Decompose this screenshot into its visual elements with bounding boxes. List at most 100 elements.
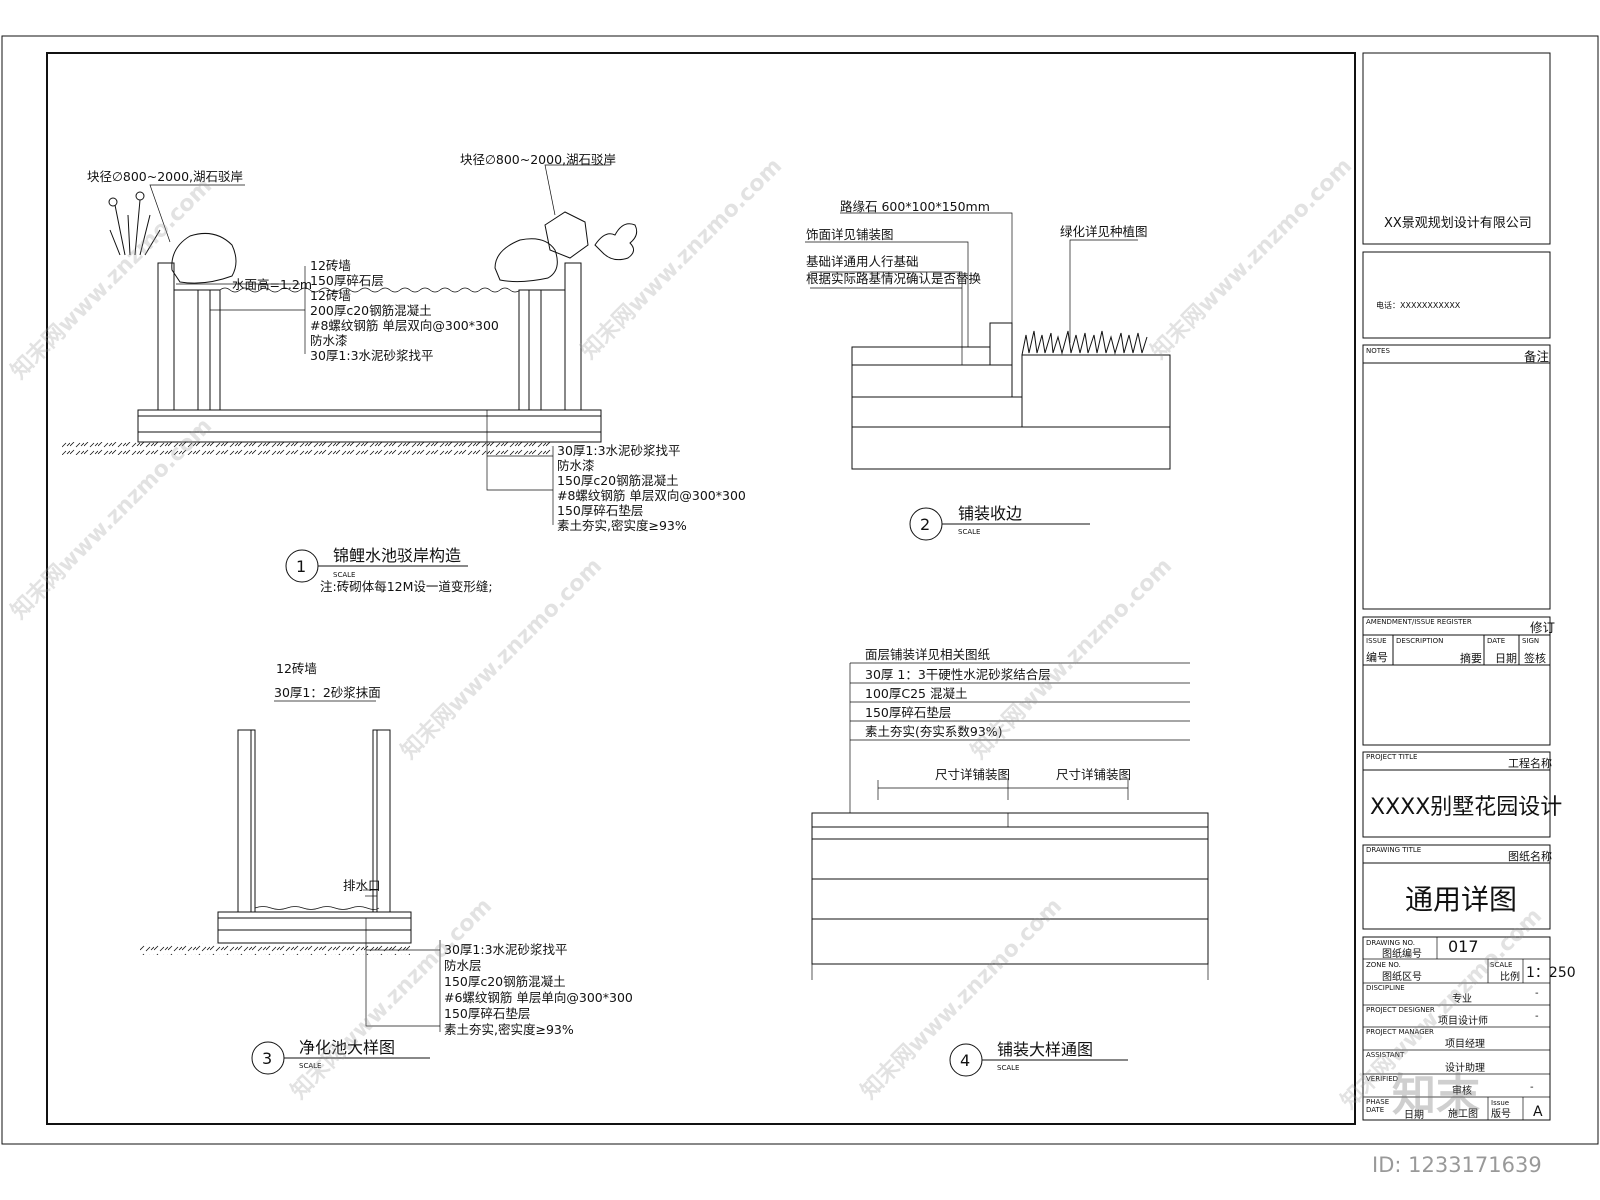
discipline-en: DISCIPLINE [1366,984,1405,992]
d4-layer: 150厚碎石垫层 [865,705,951,720]
detail-1-koi-pond: 块径∅800~2000,湖石驳岸 块径∅800~2000,湖石驳岸 水面高=1.… [62,152,746,594]
sign-col-en: SIGN [1522,637,1539,645]
d3-layers: 30厚1:3水泥砂浆找平 防水层 150厚c20钢筋混凝土 #6螺纹钢筋 单层单… [444,942,633,1037]
project-title-en: PROJECT TITLE [1366,753,1417,761]
manager-en: PROJECT MANAGER [1366,1028,1434,1036]
d1-scale: SCALE [333,571,355,579]
d4-layer: 面层铺装详见相关图纸 [865,647,991,662]
issue2-en: Issue [1491,1099,1509,1107]
d3-label-plaster: 30厚1：2砂浆抹面 [274,685,381,700]
d2-scale: SCALE [958,528,980,536]
d1-base-layer: 防水漆 [557,458,595,473]
d4-title: 铺装大样通图 [997,1040,1093,1059]
discipline-cn: 专业 [1452,992,1472,1005]
d3-number: 3 [262,1049,272,1068]
d3-title: 净化池大样图 [299,1038,395,1057]
d1-number: 1 [296,557,306,576]
watermark-text: 知末网www.znzmo.com [966,553,1177,764]
notes-label-cn: 备注 [1524,349,1550,364]
phase-en: PHASE [1366,1098,1389,1106]
d1-wall-layer: 30厚1:3水泥砂浆找平 [310,348,434,363]
d2-title: 铺装收边 [958,504,1022,523]
d1-base-layer: 150厚c20钢筋混凝土 [557,473,679,488]
drawing-title-en: DRAWING TITLE [1366,846,1421,854]
discipline-value: - [1535,988,1539,999]
d1-wall-layer: 12砖墙 [310,288,351,303]
d3-label-wall: 12砖墙 [276,661,317,676]
detail-2-paving-edge: 路缘石 600*100*150mm 饰面详见铺装图 基础详通用人行基础 根据实际… [805,199,1171,541]
desc-col-cn: 摘要 [1460,651,1482,665]
watermark-logo: 知末 [1392,1070,1480,1121]
d4-layer: 100厚C25 混凝土 [865,686,967,701]
amend-label-cn: 修订 [1530,620,1555,635]
project-name: XXXX别墅花园设计 [1370,795,1562,820]
d1-title: 锦鲤水池驳岸构造 [333,546,461,565]
d3-layer: 150厚c20钢筋混凝土 [444,974,566,989]
desc-col-en: DESCRIPTION [1396,637,1443,645]
d2-label-curb: 路缘石 600*100*150mm [840,199,990,214]
watermarks: 知末网www.znzmo.com 知末网www.znzmo.com 知末网www… [6,153,1547,1177]
d1-wall-layers: 12砖墙 150厚碎石层 12砖墙 200厚c20钢筋混凝土 #8螺纹钢筋 单层… [310,258,499,363]
d3-layer: 150厚碎石垫层 [444,1006,530,1021]
d2-label-replace: 根据实际路基情况确认是否替换 [806,271,982,286]
project-title-cn: 工程名称 [1508,756,1552,770]
zone-no-en: ZONE NO. [1366,961,1401,969]
assistant-cn: 设计助理 [1445,1061,1485,1074]
company-name: XX景观规划设计有限公司 [1384,216,1532,231]
date-col-en: DATE [1487,637,1505,645]
drawing-no: 017 [1448,937,1479,956]
d1-base-layers: 30厚1:3水泥砂浆找平 防水漆 150厚c20钢筋混凝土 #8螺纹钢筋 单层双… [557,443,746,533]
issue2-cn: 版号 [1491,1107,1511,1120]
amend-label-en: AMENDMENT/ISSUE REGISTER [1366,618,1472,626]
d1-wall-layer: 防水漆 [310,333,348,348]
phase-cn: 施工图 [1448,1107,1478,1120]
d3-layer: 素土夯实,密实度≥93% [444,1022,574,1037]
date-col-cn: 日期 [1495,652,1517,665]
d3-layer: 防水层 [444,958,482,973]
d4-scale: SCALE [997,1064,1019,1072]
designer-cn: 项目设计师 [1438,1014,1488,1027]
scale-value: 1：250 [1526,965,1576,981]
date2-en: DATE [1366,1106,1384,1114]
drawing-no-cn: 图纸编号 [1382,947,1422,960]
issue-col-en: ISSUE [1366,637,1387,645]
watermark-id: ID: 1233171639 [1372,1153,1542,1177]
d4-number: 4 [960,1051,970,1070]
d3-layer: #6螺纹钢筋 单层单向@300*300 [444,990,633,1005]
designer-en: PROJECT DESIGNER [1366,1006,1435,1014]
d1-rock-left-label: 块径∅800~2000,湖石驳岸 [87,169,243,184]
d4-layer: 30厚 1：3干硬性水泥砂浆结合层 [865,667,1051,682]
watermark-text: 知末网www.znzmo.com [6,173,217,384]
d1-base-layer: #8螺纹钢筋 单层双向@300*300 [557,488,746,503]
d4-dim-label: 尺寸详铺装图 [935,767,1010,782]
d3-outlet: 排水口 [343,878,381,893]
d2-label-finish: 饰面详见铺装图 [806,227,894,242]
designer-value: - [1535,1011,1539,1022]
d1-water-level: 水面高=1.2m [232,277,312,292]
verified-value: - [1530,1082,1534,1093]
issue2-value: A [1533,1104,1543,1120]
d2-number: 2 [920,515,930,534]
scale-en: SCALE [1490,961,1512,969]
title-block: XX景观规划设计有限公司 电话：XXXXXXXXXXX NOTES 备注 AME… [1362,52,1576,1121]
sign-col-cn: 签核 [1524,651,1546,665]
drawing-frame [46,52,1356,1125]
watermark-text: 知末网www.znzmo.com [856,893,1067,1104]
d1-rock-right-label: 块径∅800~2000,湖石驳岸 [460,152,616,167]
d4-dim-label: 尺寸详铺装图 [1056,767,1131,782]
detail-3-purification-tank: 12砖墙 30厚1：2砂浆抹面 排水口 30厚1:3水泥砂浆找平 防水层 150… [140,661,633,1075]
d1-base-layer: 素土夯实,密实度≥93% [557,518,687,533]
d2-label-base: 基础详通用人行基础 [806,254,919,269]
date2-cn: 日期 [1404,1109,1424,1121]
verified-en: VERIFIED [1366,1075,1398,1083]
drawing-title-cn: 图纸名称 [1508,849,1552,863]
detail-4-paving-typical: 面层铺装详见相关图纸 30厚 1：3干硬性水泥砂浆结合层 100厚C25 混凝土… [811,647,1209,1077]
watermark-text: 知末网www.znzmo.com [576,153,787,364]
verified-cn: 审核 [1452,1084,1472,1097]
issue-col-cn: 编号 [1366,650,1388,664]
drawing-no-en: DRAWING NO. [1366,939,1415,947]
watermark-text: 知末网www.znzmo.com [1146,153,1357,364]
d4-layer: 素土夯实(夯实系数93%) [865,724,1003,739]
outer-border [1,35,1599,1145]
assistant-en: ASSISTANT [1366,1051,1405,1059]
